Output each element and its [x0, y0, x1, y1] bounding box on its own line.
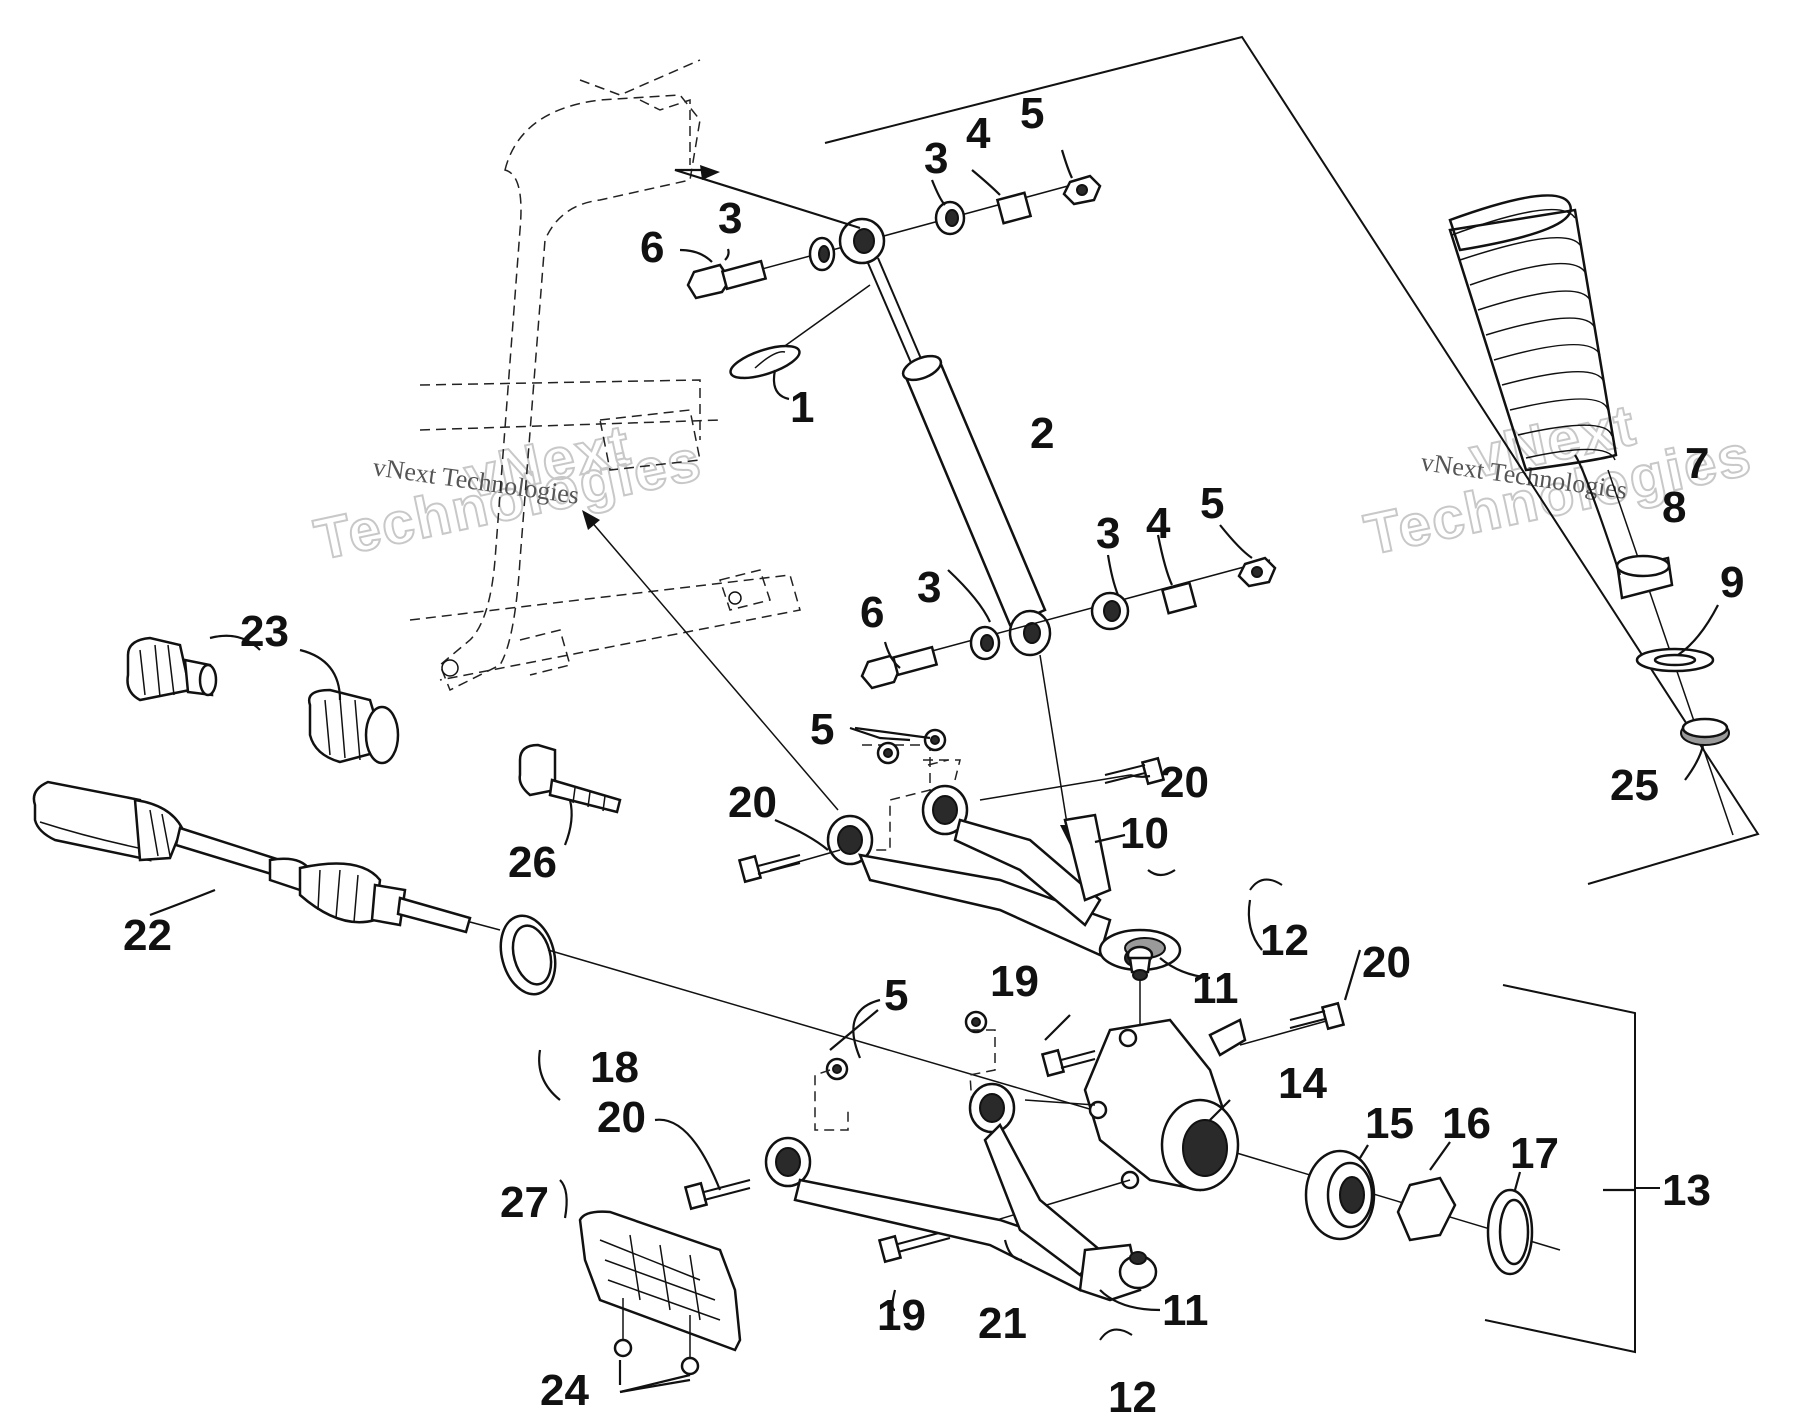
callout-23: 23: [240, 607, 289, 656]
callout-20: 20: [728, 778, 777, 827]
upper-mount-hardware: [674, 165, 1102, 300]
callout-15: 15: [1365, 1099, 1414, 1148]
wheel-bearing-kit: [1304, 1149, 1534, 1276]
callout-5: 5: [1020, 89, 1044, 138]
callout-20: 20: [597, 1093, 646, 1142]
callout-5: 5: [1200, 479, 1224, 528]
callout-18: 18: [590, 1043, 639, 1092]
spring-seat-parts: [1607, 469, 1734, 836]
callout-16: 16: [1442, 1099, 1491, 1148]
callout-25: 25: [1610, 761, 1659, 810]
callout-20: 20: [1362, 938, 1411, 987]
coil-spring: [1448, 194, 1618, 472]
stud-26: [518, 743, 622, 814]
shock-absorber: [867, 257, 1052, 657]
callout-19: 19: [877, 1291, 926, 1340]
lower-shock-hardware: [860, 556, 1277, 690]
callout-13: 13: [1662, 1166, 1711, 1215]
callout-3: 3: [1096, 509, 1120, 558]
callout-4: 4: [966, 109, 991, 158]
lower-bolts: [683, 1001, 1346, 1264]
callout-5: 5: [884, 971, 908, 1020]
callout-14: 14: [1278, 1059, 1327, 1108]
callout-24: 24: [540, 1366, 589, 1415]
callout-4: 4: [1146, 499, 1171, 548]
callout-11: 11: [1192, 964, 1239, 1013]
callout-7: 7: [1685, 439, 1709, 488]
drive-axle: [32, 780, 472, 934]
watermark-left: vNext Technologies vNext Technologies: [308, 411, 708, 574]
callout-11: 11: [1162, 1286, 1209, 1335]
callout-10: 10: [1120, 809, 1169, 858]
leader-lines: [149, 149, 1719, 1394]
callout-22: 22: [123, 911, 172, 960]
callout-21: 21: [978, 1299, 1027, 1348]
lower-a-arm: [764, 1029, 1158, 1302]
callout-26: 26: [508, 838, 557, 887]
washer-1: [729, 284, 871, 380]
skid-plate: [578, 1210, 742, 1376]
callout-3: 3: [924, 134, 948, 183]
spring-kit-bracket: [824, 35, 1760, 885]
callout-27: 27: [500, 1178, 549, 1227]
frame-outline: [409, 59, 801, 692]
callout-9: 9: [1720, 558, 1744, 607]
upper-ball-joint: [1099, 878, 1283, 1341]
callout-6: 6: [860, 588, 884, 637]
callout-17: 17: [1510, 1129, 1559, 1178]
callout-2: 2: [1030, 409, 1054, 458]
callout-5: 5: [810, 705, 834, 754]
callout-6: 6: [640, 223, 664, 272]
callout-3: 3: [917, 563, 941, 612]
cv-boots: [126, 636, 400, 765]
upper-a-arm: [769, 744, 1182, 972]
steering-knuckle: [1024, 1018, 1331, 1192]
callout-12: 12: [1260, 916, 1309, 965]
callout-8: 8: [1662, 483, 1686, 532]
bearing-kit-bracket: [1484, 984, 1636, 1354]
callout-3: 3: [718, 194, 742, 243]
callout-12: 12: [1108, 1373, 1157, 1422]
callout-19: 19: [990, 957, 1039, 1006]
callout-labels: 1 2 3 3 3 3 4 4 5 5 5 5 6 6 7 8 9 10 11 …: [123, 89, 1744, 1422]
callout-1: 1: [790, 383, 814, 432]
callout-20: 20: [1160, 758, 1209, 807]
